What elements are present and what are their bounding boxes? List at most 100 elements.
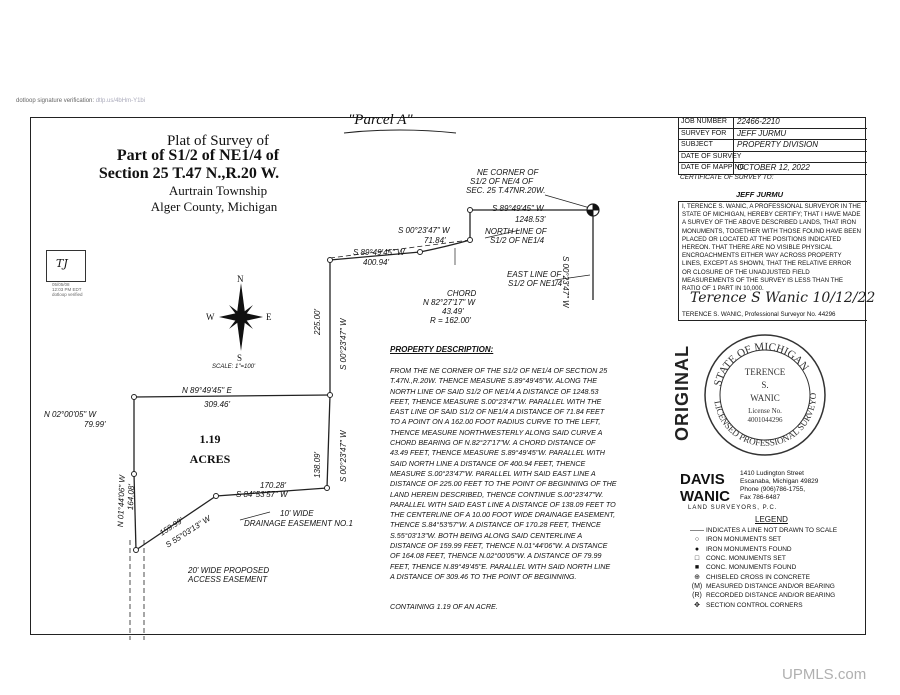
top-bearing: S 89°49'45" W [492,204,544,213]
line-309 [133,394,331,398]
plat-title-line3: Section 25 T.47 N.,R.20 W. [98,165,280,182]
bearing-s84: S 84°53'57" W [236,490,288,499]
property-line: A DISTANCE OF 309.46 TO THE POINT OF BEG… [390,571,577,581]
line-400 [329,251,421,261]
property-line: EAST LINE OF SAID S1/2 OF NE1/4 A DISTAN… [390,407,605,417]
monument-6 [131,394,137,400]
acres-number: 1.19 [199,432,221,446]
property-line: SAID NORTH LINE A DISTANCE OF 400.94 FEE… [390,458,586,468]
legend-title: LEGEND [755,515,788,524]
job-row-key: DATE OF MAPPING [679,163,745,174]
property-line: T.47N.,R.20W. THENCE MEASURE S.89°49'45"… [390,376,598,386]
surveyor-seal: STATE OF MICHIGAN LICENSED PROFESSIONAL … [700,330,826,456]
property-line: FEET, THENCE N.89°49'45"E. PARALLEL WITH… [390,561,611,571]
certificate-name: JEFF JURMU [736,190,784,199]
monument-9 [213,493,219,499]
monument-2 [467,237,473,243]
certificate-box [678,201,867,321]
east-line-label-1: EAST LINE OF [507,270,562,279]
compass-east: E [266,312,272,322]
survey-sheet-border [30,117,866,635]
initials-stamp: TJ [46,250,86,282]
plat-title-township: Aurtrain Township [168,183,268,198]
compass-west: W [206,312,215,322]
legend-item: ⊕CHISELED CROSS IN CONCRETE [688,572,868,582]
property-description-body: FROM THE NE CORNER OF THE S1/2 OF NE1/4 … [390,366,662,582]
property-line: MEASURE S.00°23'47"W. PARALLEL WITH SAID… [390,468,596,478]
property-line: OF 164.08 FEET, THENCE N.02°00'05"W. A D… [390,551,602,561]
easement-label-1: 10' WIDE [280,509,314,518]
monument-7 [131,471,137,477]
leader-north-line [484,229,521,239]
property-line: S.55°03'13"W. BOTH BEING ALONG SAID CENT… [390,530,583,540]
north-line-label-1: NORTH LINE OF [485,227,547,236]
job-row: DATE OF SURVEY [679,151,867,163]
job-row-value: JEFF JURMU [737,128,787,138]
line-159 [135,495,217,551]
distance-225: 225.00' [313,309,322,335]
plat-title-county: Alger County, Michigan [150,199,278,214]
signature-verification-line: dotloop signature verification: dtlp.us/… [16,98,146,104]
legend-symbol-icon: ✥ [694,602,700,610]
job-row-key: SUBJECT [679,140,734,151]
chord-distance: 43.49' [442,307,464,316]
compass-south: S [237,353,243,363]
curve-segment [419,239,471,253]
legend-symbol-icon: □ [694,555,700,563]
legend-item: ○IRON MONUMENTS SET [688,535,868,544]
legend-item: □ CONC. MONUMENTS SET [688,554,868,563]
chord-label: CHORD [447,289,477,298]
legend-symbol-icon: ● [694,545,700,553]
legend-symbol-icon: ○ [694,536,700,544]
leader-ne-corner [544,194,591,209]
legend-item: ■CONC. MONUMENTS FOUND [688,563,868,572]
original-stamp: ORIGINAL [672,345,692,441]
legend-text: RECORDED DISTANCE AND/OR BEARING [706,592,836,600]
line-170 [215,487,328,497]
property-line: THENCE S.84°53'57"W. A DISTANCE OF 170.2… [390,520,601,530]
map-scale: SCALE: 1"=100' [212,364,256,370]
job-row-value: 22466-2210 [737,117,780,126]
bearing-s00-a: S 00°23'47" W [398,226,450,235]
legend-symbol-icon: (R) [692,592,702,600]
parcel-heading: "Parcel A" [348,112,413,128]
legend-text: CHISELED CROSS IN CONCRETE [706,573,811,581]
legend-list: ——INDICATES A LINE NOT DRAWN TO SCALE○IR… [688,526,868,610]
davis-wanic-logo: DAVIS WANIC [678,468,738,504]
ne-corner-label-1: NE CORNER OF [477,168,539,177]
top-distance: 1248.53' [515,215,546,224]
property-line: CHORD BEARING OF N.82°27'17"W. A CHORD D… [390,438,596,448]
property-line: PARALLEL WITH SAID EAST LINE A DISTANCE … [390,499,616,509]
job-row-key: JOB NUMBER [679,117,734,128]
ne-corner-label-3: SEC. 25 T.47NR.20W. [466,186,546,195]
access-easement-label-1: 20' WIDE PROPOSED [188,566,270,575]
bearing-vert-s00: S 00°23'47" W [339,318,348,370]
property-line: DISTANCE OF 225.00 FEET TO THE POINT OF … [390,479,617,489]
legend-symbol-icon: —— [690,527,704,535]
certificate-for-label: CERTIFICATE OF SURVEY TO: [680,174,774,181]
job-row-key: DATE OF SURVEY [679,151,741,162]
plat-title-line2: Part of S1/2 of NE1/4 of [116,147,280,164]
seal-name-1: TERENCE [744,367,786,377]
surveyor-name: TERENCE S. WANIC, Professional Surveyor … [682,311,836,318]
property-line: THENCE MEASURE NORTHWESTERLY ALONG SAID … [390,427,603,437]
seal-license-label: License No. [748,407,782,415]
legend-text: SECTION CONTROL CORNERS [706,601,803,609]
job-row-key: SURVEY FOR [679,128,734,139]
property-containing: CONTAINING 1.19 OF AN ACRE. [390,602,498,611]
monument-1 [467,207,473,213]
legend-item: ●IRON MONUMENTS FOUND [688,545,868,554]
curve-radius: R = 162.00' [430,316,471,325]
bearing-n02: N 02°00'05" W [44,410,97,419]
legend-item: ——INDICATES A LINE NOT DRAWN TO SCALE [688,526,868,535]
distance-400: 400.94' [363,258,389,267]
parcel-underline [343,129,457,134]
right-vertical-bearing: S 00°23'47" W [561,256,570,308]
property-description-heading: PROPERTY DESCRIPTION: [390,345,494,354]
legend-text: CONC. MONUMENTS SET [706,555,786,563]
property-line: LAND HEREIN DESCRIBED, THENCE CONTINUE S… [390,489,604,499]
property-line: THE CENTERLINE OF A 10.00 FOOT WIDE DRAI… [390,510,616,520]
